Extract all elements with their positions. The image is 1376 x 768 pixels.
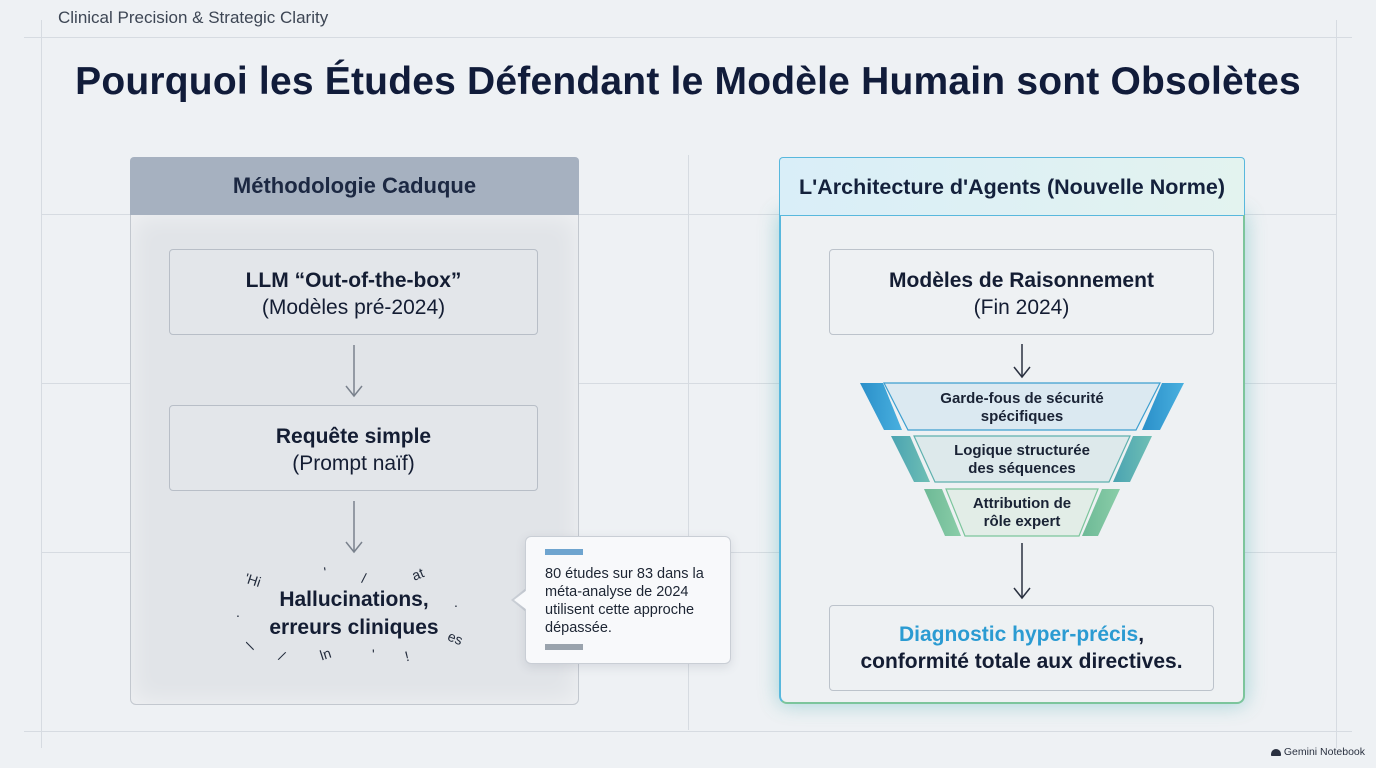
grid-line <box>24 37 1352 38</box>
funnel-label-line: spécifiques <box>980 408 1064 425</box>
down-arrow-icon <box>1013 543 1031 600</box>
result-line-1: Diagnostic hyper-précis, <box>830 621 1213 648</box>
scattered-fragment: . <box>454 594 458 610</box>
callout-accent-bar <box>545 644 583 650</box>
funnel-label-line: Garde-fous de sécurité <box>940 390 1104 407</box>
callout-text: 80 études sur 83 dans la méta-analyse de… <box>545 566 704 636</box>
right-step1-title: Modèles de Raisonnement <box>889 269 1154 292</box>
outcome-line-1: Hallucinations, <box>279 588 429 611</box>
grid-line <box>688 155 689 730</box>
funnel-side-band <box>924 489 961 536</box>
funnel-side-band <box>1142 383 1184 430</box>
left-step1-title: LLM “Out-of-the-box” <box>245 269 462 292</box>
scattered-fragment: . <box>236 604 240 620</box>
callout-pointer-fill <box>514 590 527 610</box>
funnel-side-band <box>1113 436 1152 482</box>
result-comma: , <box>1138 623 1145 646</box>
left-panel-heading: Méthodologie Caduque <box>232 173 477 198</box>
callout-box: 80 études sur 83 dans la méta-analyse de… <box>525 536 731 664</box>
grid-line <box>24 731 1352 732</box>
header-subtitle: Clinical Precision & Strategic Clarity <box>58 8 329 27</box>
hallucination-outcome: Hallucinations, erreurs cliniques <box>256 586 452 642</box>
result-accent-text: Diagnostic hyper-précis <box>898 623 1139 646</box>
scattered-fragment: ' <box>372 646 375 662</box>
page-title: Pourquoi les Études Défendant le Modèle … <box>75 60 1301 103</box>
left-step-box-prompt: Requête simple (Prompt naïf) <box>169 405 538 491</box>
funnel-label-1: Garde-fous de sécurité spécifiques <box>922 390 1122 426</box>
footer-brand-text: Gemini Notebook <box>1283 746 1365 758</box>
down-arrow-icon <box>345 501 363 554</box>
right-step1-subtitle: (Fin 2024) <box>973 296 1070 319</box>
down-arrow-icon <box>345 345 363 398</box>
right-result-box: Diagnostic hyper-précis, conformité tota… <box>829 605 1214 691</box>
funnel-side-band <box>1082 489 1120 536</box>
left-panel-header: Méthodologie Caduque <box>130 157 579 215</box>
right-step-box-reasoning: Modèles de Raisonnement (Fin 2024) <box>829 249 1214 335</box>
outcome-line-2: erreurs cliniques <box>269 616 439 639</box>
funnel-label-line: rôle expert <box>983 513 1061 530</box>
footer-brand: Gemini Notebook <box>1270 746 1365 758</box>
funnel-label-line: des séquences <box>968 460 1076 477</box>
left-step1-subtitle: (Modèles pré-2024) <box>261 296 446 319</box>
funnel-label-2: Logique structurée des séquences <box>932 442 1112 478</box>
grid-line <box>41 214 1336 215</box>
callout-accent-bar <box>545 549 583 555</box>
left-step2-title: Requête simple <box>275 425 432 448</box>
funnel-label-3: Attribution de rôle expert <box>952 495 1092 531</box>
funnel-tier-1 <box>883 382 1161 431</box>
funnel-label-line: Attribution de <box>972 495 1072 512</box>
right-panel-heading: L'Architecture d'Agents (Nouvelle Norme) <box>799 175 1225 199</box>
funnel-tier-2 <box>913 435 1131 483</box>
funnel-side-band <box>891 436 930 482</box>
result-line-2: conformité totale aux directives. <box>860 650 1183 673</box>
grid-line <box>41 383 1336 384</box>
gemini-logo-icon <box>1270 748 1281 756</box>
left-step-box-llm: LLM “Out-of-the-box” (Modèles pré-2024) <box>169 249 538 335</box>
down-arrow-icon <box>1013 344 1031 379</box>
grid-line <box>41 20 42 748</box>
funnel-diagram <box>860 382 1184 537</box>
funnel-tier-3 <box>945 488 1099 537</box>
grid-line <box>1336 20 1337 748</box>
left-step2-subtitle: (Prompt naïf) <box>292 452 415 475</box>
funnel-side-band <box>860 383 902 430</box>
right-panel-header: L'Architecture d'Agents (Nouvelle Norme) <box>779 157 1245 215</box>
funnel-label-line: Logique structurée <box>954 442 1090 459</box>
